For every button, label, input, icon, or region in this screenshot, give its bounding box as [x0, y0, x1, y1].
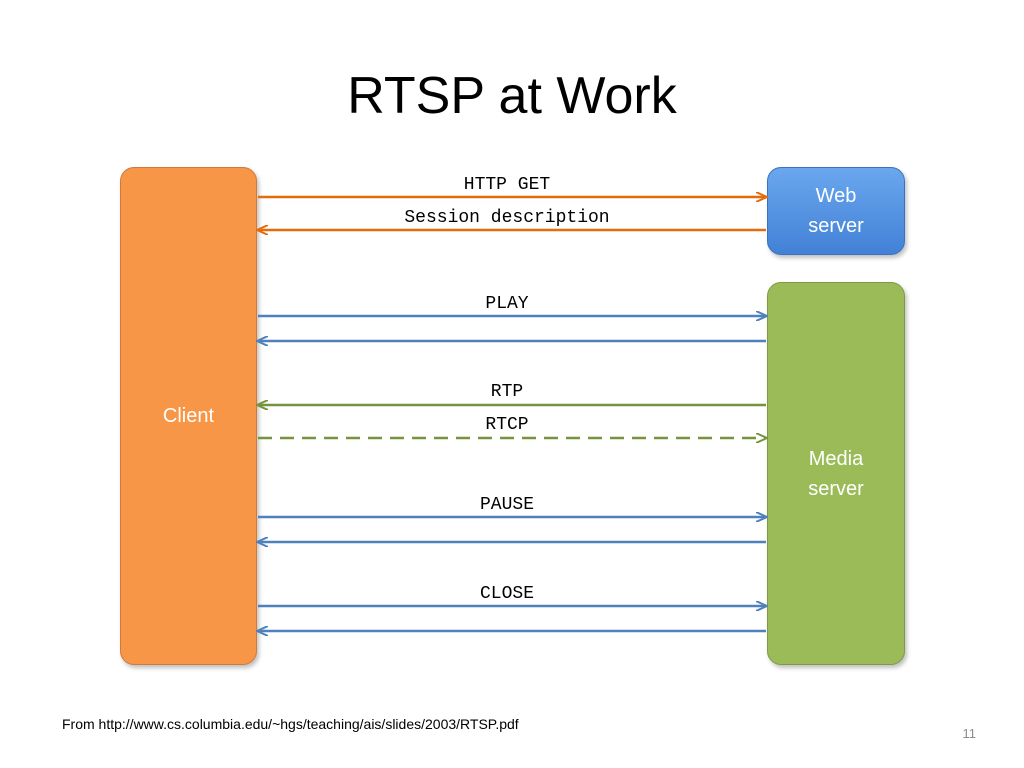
page-number: 11 [962, 726, 977, 741]
rtp-label: RTP [490, 382, 524, 402]
session-description-label: Session description [404, 208, 610, 228]
play-label: PLAY [485, 294, 529, 314]
client-box: Client [120, 167, 257, 665]
source-citation: From http://www.cs.columbia.edu/~hgs/tea… [62, 716, 519, 732]
web-server-box: Web server [767, 167, 905, 255]
http-get-label: HTTP GET [463, 175, 551, 195]
web-server-label: Web server [808, 185, 864, 237]
rtcp-label: RTCP [485, 415, 529, 435]
media-server-box: Media server [767, 282, 905, 665]
client-label: Client [162, 405, 215, 427]
slide-title: RTSP at Work [347, 67, 677, 125]
close-label: CLOSE [479, 584, 534, 604]
pause-label: PAUSE [479, 495, 534, 515]
media-server-label: Media server [808, 447, 864, 500]
